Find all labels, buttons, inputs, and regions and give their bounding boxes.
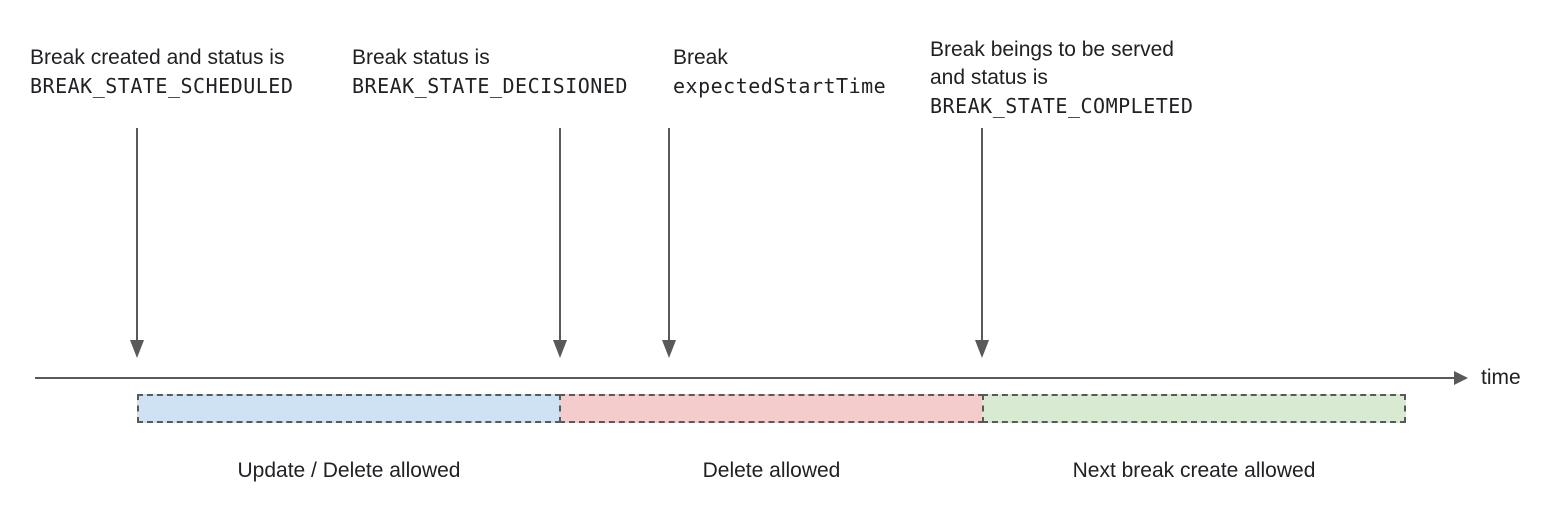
annotation-break-decisioned: Break status is BREAK_STATE_DECISIONED [352, 44, 628, 100]
down-arrow-break-completed [975, 128, 989, 358]
annotation-code-break-state-completed: BREAK_STATE_COMPLETED [930, 94, 1194, 118]
annotation-break-created: Break created and status is BREAK_STATE_… [30, 44, 293, 100]
timeline-axis [35, 377, 1455, 379]
annotation-code-expected-start-time: expectedStartTime [673, 74, 887, 98]
segment-update-delete-allowed [137, 394, 561, 423]
annotation-text: and status is [930, 66, 1048, 89]
arrow-shaft [668, 128, 670, 340]
arrow-shaft [559, 128, 561, 340]
annotation-code-break-state-scheduled: BREAK_STATE_SCHEDULED [30, 74, 294, 98]
arrow-head-icon [130, 340, 144, 358]
segment-label-update-delete-allowed: Update / Delete allowed [237, 459, 461, 482]
annotation-break-completed: Break beings to be served and status is … [930, 36, 1193, 120]
arrow-shaft [981, 128, 983, 340]
annotation-text: Break [673, 46, 728, 69]
down-arrow-expected-start-time [662, 128, 676, 358]
timeline-axis-label: time [1481, 366, 1521, 389]
arrow-head-icon [662, 340, 676, 358]
arrow-head-icon [975, 340, 989, 358]
annotation-text: Break created and status is [30, 46, 285, 69]
timeline-arrow-head-icon [1454, 371, 1468, 385]
arrow-shaft [136, 128, 138, 340]
down-arrow-break-decisioned [553, 128, 567, 358]
down-arrow-break-created [130, 128, 144, 358]
segment-label-delete-allowed: Delete allowed [702, 459, 841, 482]
arrow-head-icon [553, 340, 567, 358]
segment-next-break-create-allowed [982, 394, 1406, 423]
segment-delete-allowed [559, 394, 984, 423]
annotation-code-break-state-decisioned: BREAK_STATE_DECISIONED [352, 74, 628, 98]
segment-label-next-break-create-allowed: Next break create allowed [1072, 459, 1316, 482]
annotation-text: Break status is [352, 46, 490, 69]
annotation-text: Break beings to be served [930, 38, 1174, 61]
annotation-expected-start-time: Break expectedStartTime [673, 44, 886, 100]
